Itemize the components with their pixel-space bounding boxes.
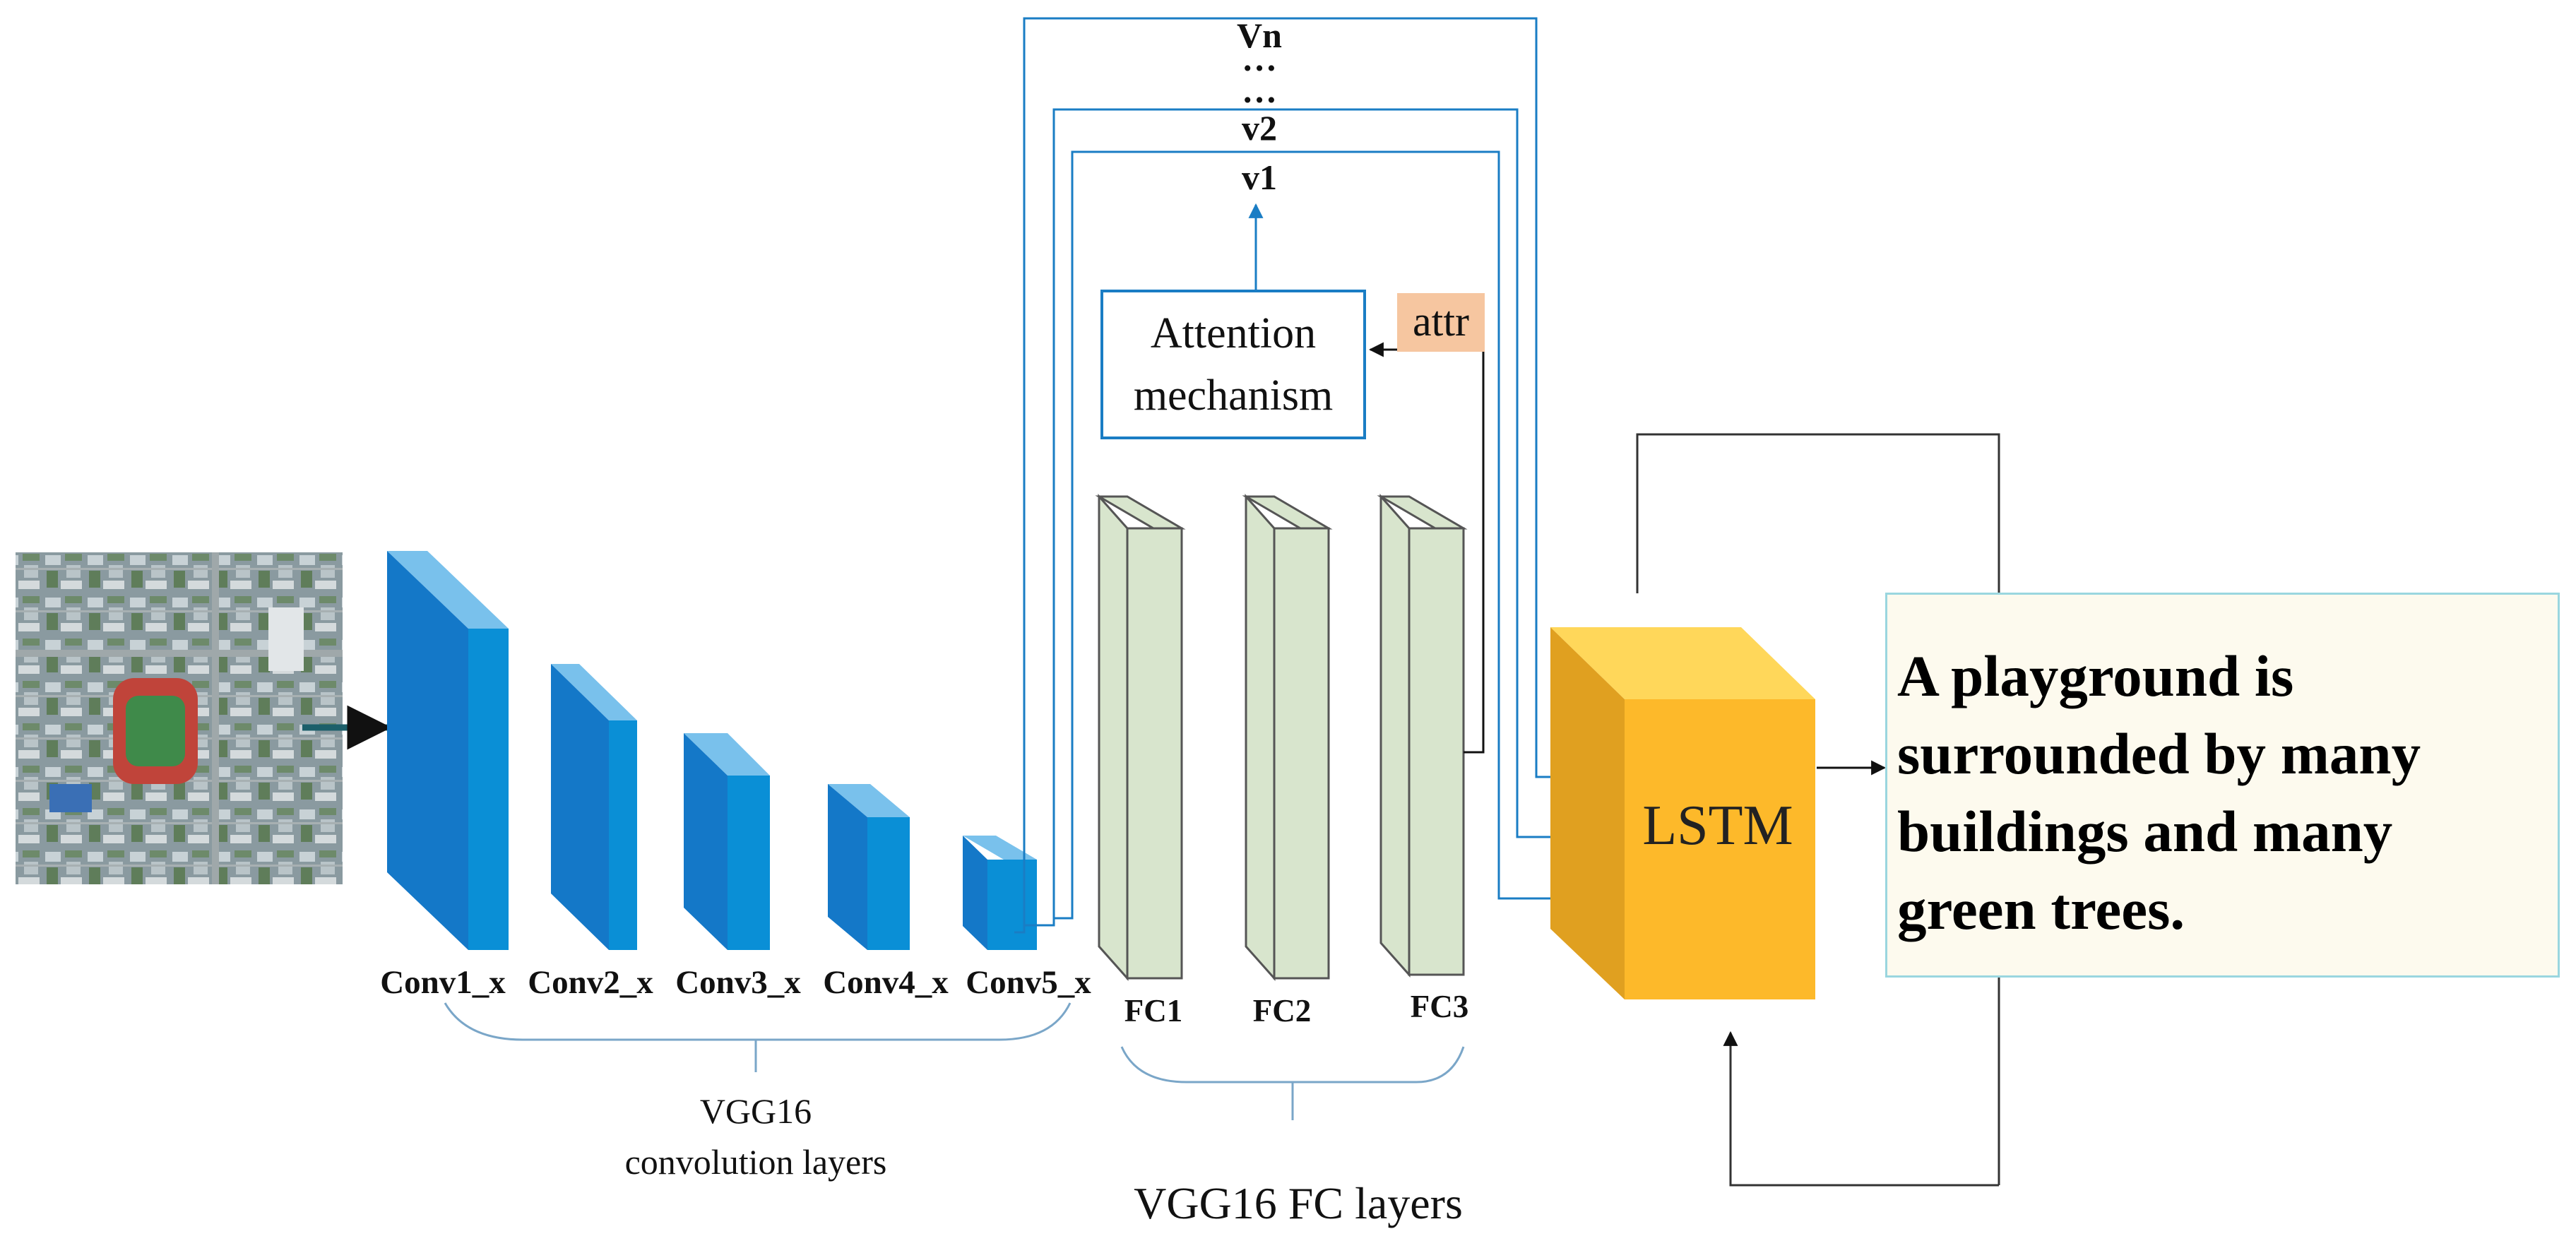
conv5-block	[963, 836, 1037, 950]
route-vn	[1014, 17, 1581, 934]
conv2-label: Conv2_x	[528, 964, 653, 1001]
attr-box	[1397, 293, 1485, 352]
conv-group-label-line2: convolution layers	[625, 1142, 887, 1182]
conv5-label: Conv5_x	[966, 964, 1091, 1001]
fc1-block	[1095, 494, 1186, 981]
lstm-loop-bottom	[1723, 1031, 1999, 1187]
vector-label-v1: v1	[1242, 158, 1277, 197]
conv4-label: Conv4_x	[823, 964, 949, 1001]
conv3-block	[684, 733, 770, 950]
fc2-block	[1242, 494, 1333, 981]
fc2-label: FC2	[1253, 993, 1312, 1028]
conv1-block	[387, 551, 509, 950]
caption-box: A playground is surrounded by many build…	[1885, 593, 2560, 978]
caption-text: A playground is surrounded by many build…	[1897, 643, 2421, 942]
conv1-label: Conv1_x	[380, 964, 506, 1001]
attention-label-line1: Attention	[1151, 309, 1316, 357]
conv3-label: Conv3_x	[675, 964, 801, 1001]
fc1-label: FC1	[1124, 993, 1183, 1028]
aerial-image	[16, 552, 343, 884]
lstm-block	[1550, 627, 1815, 999]
vector-label-dots1: …	[1242, 39, 1277, 78]
fc3-block	[1377, 494, 1468, 978]
route-v2	[1054, 150, 1581, 920]
lstm-label: LSTM	[1642, 795, 1793, 857]
conv-group-bracket	[444, 1002, 1072, 1041]
conv4-block	[828, 784, 910, 950]
vector-label-vn: Vn	[1237, 16, 1282, 55]
attr-label: attr	[1413, 298, 1469, 345]
vector-label-v2: v2	[1242, 108, 1277, 148]
fc-group-bracket	[1120, 1046, 1465, 1083]
attention-box	[1100, 290, 1366, 439]
conv-group-label-line1: VGG16	[700, 1091, 812, 1131]
vector-label-dots2: …	[1242, 71, 1277, 110]
vector-routing	[1014, 17, 1581, 934]
conv2-block	[551, 664, 637, 950]
fc-group-label: VGG16 FC layers	[1134, 1178, 1463, 1228]
fc3-label: FC3	[1411, 989, 1469, 1024]
route-dots	[1024, 108, 1581, 927]
attention-label-line2: mechanism	[1134, 372, 1333, 420]
